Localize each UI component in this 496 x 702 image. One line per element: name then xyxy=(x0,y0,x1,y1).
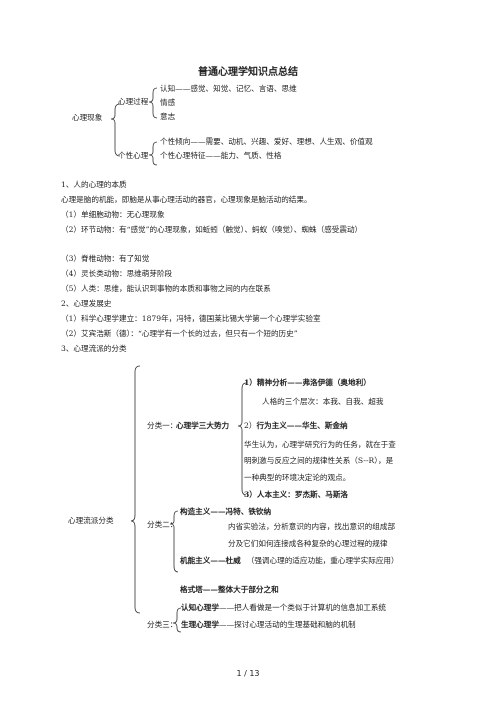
cognitive-psych-line: 认知心理学——把人看做是一个类似于计算机的信息加工系统 xyxy=(181,603,386,613)
root-psych-phenomena: 心理现象 xyxy=(72,113,103,122)
brace-personality xyxy=(148,141,158,166)
gestalt-line: 格式塔——整体大于部分之和 xyxy=(180,585,279,594)
personality-tendency-item: 个性倾向——需要、动机、兴趣、爱好、理想、人生观、价值观 xyxy=(160,137,373,146)
personality-trait-item: 个性心理特征——能力、气质、性格 xyxy=(160,151,282,160)
cognition-item: 认知——感觉、知觉、记忆、言语、思维 xyxy=(160,84,297,93)
functionalism-name: 机能主义——杜威 xyxy=(180,556,241,565)
group-psych-process: 心理过程 xyxy=(118,97,149,106)
heading-nature: 1、人的心理的本质 xyxy=(61,180,127,189)
body-line: （1）单细胞动物：无心理现象 xyxy=(61,210,165,219)
class1-label: 分类一： xyxy=(147,421,178,430)
physio-psych-line: 生理心理学——探讨心理活动的生理基础和脑的机制 xyxy=(181,620,356,630)
behaviorism-name: 行为主义——华生、斯金纳 xyxy=(256,421,348,430)
document-title: 普通心理学知识点总结 xyxy=(198,67,298,78)
physio-psych-desc: ——探讨心理活动的生理基础和脑的机制 xyxy=(218,620,356,629)
structuralism-desc-2: 分及它们如何连接成各种复杂的心理过程的规律 xyxy=(228,539,388,548)
page-number: 1 / 13 xyxy=(236,669,260,678)
functionalism-desc: （强调心理的适应功能，重心理学实际应用） xyxy=(246,556,399,565)
watson-line-3: 一种典型的环境决定论的观点。 xyxy=(244,473,351,482)
body-line: （5）人类：思维，能认识到事物的本质和事物之间的内在联系 xyxy=(61,284,271,293)
body-line: （2）环节动物：有“感觉”的心理现象，如蚯蚓（触觉）、蚂蚁（嗅觉）、蜘蛛（感受震… xyxy=(61,225,363,234)
brace-class2 xyxy=(169,510,179,573)
class3-label: 分类三： xyxy=(147,620,178,629)
body-line: （1）科学心理学建立：1879年，冯特，德国莱比锡大学第一个心理学实验室 xyxy=(61,314,321,323)
root-schools: 心理流派分类 xyxy=(68,516,114,525)
body-line: （3）脊椎动物：有了知觉 xyxy=(61,254,150,263)
structuralism-line: 构造主义——冯特、铁钦纳 xyxy=(180,507,272,516)
humanism-line: 3）人本主义：罗杰斯、马斯洛 xyxy=(244,490,349,499)
functionalism-line: 机能主义——杜威 （强调心理的适应功能，重心理学实际应用） xyxy=(180,556,399,566)
body-line: （2）艾宾浩斯（德）：“心理学有一个长的过去，但只有一个短的历史” xyxy=(61,329,298,338)
behaviorism-line: 2）行为主义——华生、斯金纳 xyxy=(244,421,348,431)
brace-class1 xyxy=(237,382,247,496)
personality-levels-line: 人格的三个层次：本我、自我、超我 xyxy=(262,397,384,406)
psychoanalysis-line: 1）精神分析——弗洛伊德（奥地利） xyxy=(244,378,371,387)
physio-psych-name: 生理心理学 xyxy=(181,620,219,629)
body-line: （4）灵长类动物：思维萌芽阶段 xyxy=(61,269,173,278)
group-personality: 个性心理 xyxy=(118,151,149,160)
heading-schools: 3、心理流派的分类 xyxy=(61,344,127,353)
class2-label: 分类二： xyxy=(147,520,178,529)
cognitive-psych-desc: ——把人看做是一个类似于计算机的信息加工系统 xyxy=(218,603,387,612)
class1-name: 心理学三大势力 xyxy=(176,421,230,430)
brace-schools xyxy=(130,365,141,614)
structuralism-desc-1: 内省实验法，分析意识的内容，找出意识的组成部 xyxy=(228,522,396,531)
watson-line-1: 华生认为，心理学研究行为的任务，就在于查 xyxy=(244,440,396,449)
brace-process xyxy=(148,87,158,119)
watson-line-2: 明刺激与反应之间的规律性关系（S--R），是 xyxy=(244,456,394,465)
will-item: 意志 xyxy=(160,112,176,121)
brace-psych-phenomena xyxy=(110,103,121,157)
brace-class3 xyxy=(172,607,182,633)
body-line: 心理是脑的机能，即脑是从事心理活动的器官，心理现象是脑活动的结果。 xyxy=(61,195,312,204)
cognitive-psych-name: 认知心理学 xyxy=(181,603,219,612)
heading-history: 2、心理发展史 xyxy=(61,299,112,308)
emotion-item: 情感 xyxy=(160,98,176,107)
behaviorism-prefix: 2） xyxy=(244,421,257,430)
